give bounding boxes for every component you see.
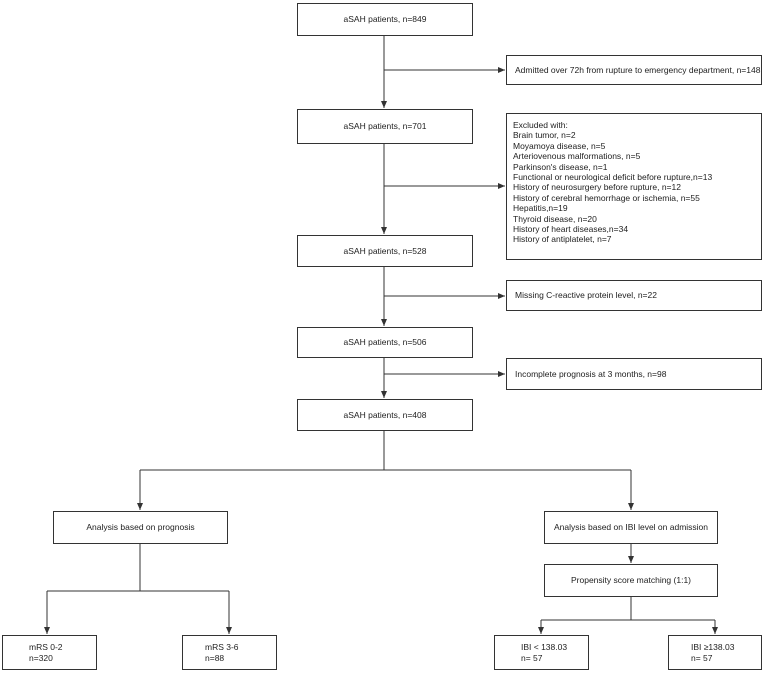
box-exclusion-crp: Missing C-reactive protein level, n=22	[506, 280, 762, 311]
group-label: IBI ≥138.03	[691, 641, 735, 652]
group-count: n=320	[29, 652, 53, 663]
exclusion-item: Parkinson's disease, n=1	[513, 161, 608, 172]
exclusion-item: History of heart diseases,n=34	[513, 224, 629, 235]
box-ibi-high: IBI ≥138.03 n= 57	[668, 635, 762, 670]
box-ibi-analysis: Analysis based on IBI level on admission	[544, 511, 718, 544]
group-count: n= 57	[521, 652, 543, 663]
exclusion-item: History of cerebral hemorrhage or ischem…	[513, 192, 700, 203]
group-label: mRS 3-6	[205, 641, 239, 652]
box-mrs-0-2: mRS 0-2 n=320	[2, 635, 97, 670]
exclusion-item: Arteriovenous malformations, n=5	[513, 151, 641, 162]
box-after-second-exclusion: aSAH patients, n=528	[297, 235, 473, 267]
box-exclusion-list: Excluded with: Brain tumor, n=2 Moyamoya…	[506, 113, 762, 260]
box-after-third-exclusion: aSAH patients, n=506	[297, 327, 473, 358]
box-after-first-exclusion: aSAH patients, n=701	[297, 109, 473, 144]
exclusion-item: Brain tumor, n=2	[513, 130, 576, 141]
group-label: IBI < 138.03	[521, 641, 568, 652]
box-ibi-low: IBI < 138.03 n= 57	[494, 635, 589, 670]
box-exclusion-72h: Admitted over 72h from rupture to emerge…	[506, 55, 762, 85]
box-mrs-3-6: mRS 3-6 n=88	[182, 635, 277, 670]
exclusion-item: History of antiplatelet, n=7	[513, 234, 612, 245]
box-propensity-matching: Propensity score matching (1:1)	[544, 564, 718, 597]
exclusion-item: Functional or neurological deficit befor…	[513, 172, 713, 183]
box-total-patients: aSAH patients, n=849	[297, 3, 473, 36]
exclusion-item: Thyroid disease, n=20	[513, 213, 597, 224]
box-final-cohort: aSAH patients, n=408	[297, 399, 473, 431]
box-exclusion-prognosis: Incomplete prognosis at 3 months, n=98	[506, 358, 762, 390]
box-prognosis-analysis: Analysis based on prognosis	[53, 511, 228, 544]
exclusion-item: History of neurosurgery before rupture, …	[513, 182, 681, 193]
group-count: n= 57	[691, 652, 713, 663]
group-count: n=88	[205, 652, 225, 663]
exclusion-title: Excluded with:	[513, 120, 568, 130]
group-label: mRS 0-2	[29, 641, 63, 652]
exclusion-item: Moyamoya disease, n=5	[513, 140, 606, 151]
exclusion-item: Hepatitis,n=19	[513, 203, 568, 214]
